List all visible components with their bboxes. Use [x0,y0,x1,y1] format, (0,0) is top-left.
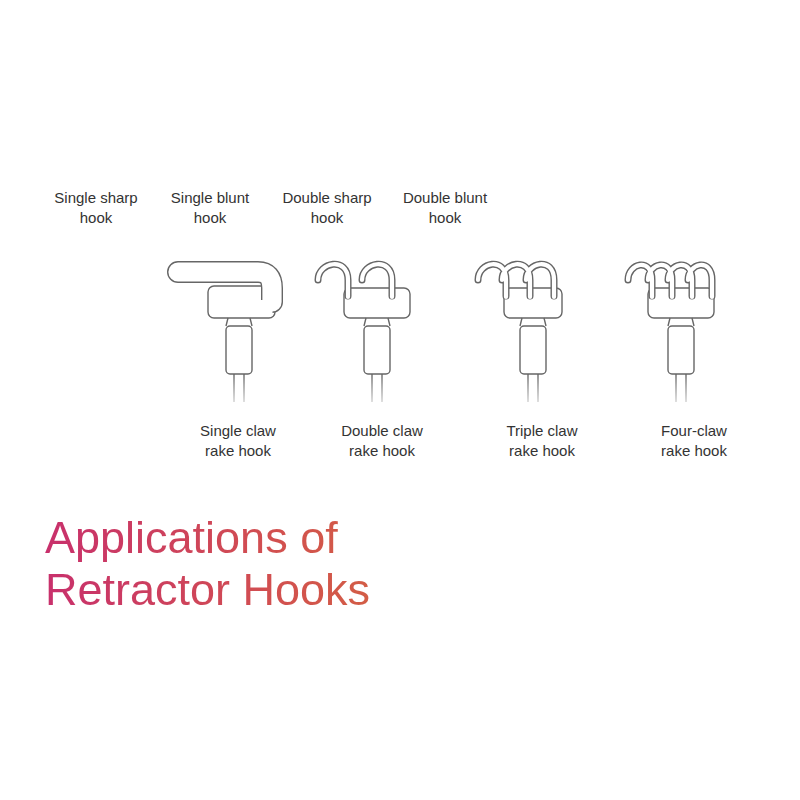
rake-label: Triple claw rake hook [494,421,590,461]
four-claw-hook [628,265,714,402]
diagram-title: Applications of Retractor Hooks [45,512,465,616]
single-hook [178,272,275,402]
double-hook [318,264,410,402]
hook-label: Single sharp hook [48,188,144,228]
hook-label: Double sharp hook [279,188,375,228]
triple-hook [478,264,562,402]
hook-label: Single blunt hook [162,188,258,228]
rake-label: Four-claw rake hook [646,421,742,461]
hook-label: Double blunt hook [397,188,493,228]
rake-label: Single claw rake hook [190,421,286,461]
rake-label: Double claw rake hook [334,421,430,461]
